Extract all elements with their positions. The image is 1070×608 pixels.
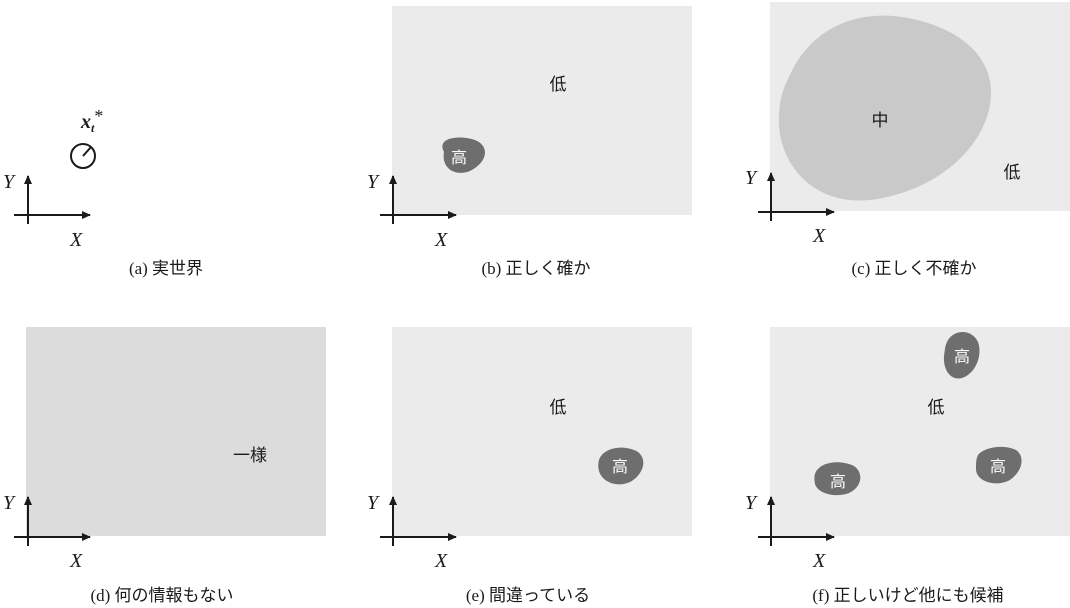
caption-e: (e) 間違っている bbox=[466, 586, 590, 605]
low-belief-region bbox=[770, 327, 1070, 536]
high-belief-blob-1 bbox=[943, 331, 980, 379]
y-axis-label: Y bbox=[367, 171, 380, 193]
low-label: 低 bbox=[1004, 163, 1021, 183]
panel-c: 中 低 Y X (c) 正しく不確か bbox=[745, 2, 1070, 278]
panel-f: 低 高 高 高 Y X (f) 正しいけど他にも候補 bbox=[745, 327, 1070, 605]
uniform-belief-region bbox=[26, 327, 326, 536]
low-belief-region bbox=[392, 327, 692, 536]
true-position-marker bbox=[70, 143, 96, 169]
axes: Y X bbox=[745, 492, 835, 572]
low-label: 低 bbox=[550, 398, 567, 418]
y-axis-label: Y bbox=[745, 167, 758, 189]
panel-a: xt* Y X (a) 実世界 bbox=[3, 106, 203, 278]
low-label: 低 bbox=[928, 398, 945, 418]
y-axis-label: Y bbox=[3, 171, 16, 193]
panel-d: 一様 Y X (d) 何の情報もない bbox=[3, 327, 326, 605]
high-belief-blob bbox=[442, 137, 486, 173]
mid-label: 中 bbox=[872, 111, 889, 131]
caption-a: (a) 実世界 bbox=[129, 259, 203, 278]
low-label: 低 bbox=[550, 75, 567, 95]
high-belief-blob-2 bbox=[976, 446, 1022, 484]
high-label-1: 高 bbox=[954, 347, 970, 366]
low-belief-region bbox=[392, 6, 692, 215]
high-label: 高 bbox=[451, 148, 467, 167]
axes: Y X bbox=[367, 492, 457, 572]
caption-d: (d) 何の情報もない bbox=[90, 586, 233, 605]
high-belief-blob bbox=[598, 447, 644, 485]
x-axis-label: X bbox=[69, 550, 83, 572]
high-label-2: 高 bbox=[990, 457, 1006, 476]
x-axis-label: X bbox=[434, 229, 448, 251]
panel-b: 低 高 Y X (b) 正しく確か bbox=[367, 6, 692, 278]
high-label: 高 bbox=[612, 457, 628, 476]
x-axis-label: X bbox=[812, 550, 826, 572]
mid-belief-blob bbox=[778, 15, 992, 201]
caption-c: (c) 正しく不確か bbox=[851, 259, 976, 278]
caption-f: (f) 正しいけど他にも候補 bbox=[812, 586, 1003, 605]
x-axis-label: X bbox=[812, 225, 826, 247]
x-axis-label: X bbox=[69, 229, 83, 251]
point-label: xt* bbox=[80, 106, 103, 135]
caption-b: (b) 正しく確か bbox=[481, 259, 590, 278]
axes: Y X bbox=[3, 171, 91, 251]
y-axis-label: Y bbox=[3, 492, 16, 514]
axes: Y X bbox=[745, 167, 835, 247]
uniform-label: 一様 bbox=[233, 446, 267, 466]
x-axis-label: X bbox=[434, 550, 448, 572]
high-label-3: 高 bbox=[830, 472, 846, 491]
y-axis-label: Y bbox=[745, 492, 758, 514]
axes: Y X bbox=[3, 492, 91, 572]
high-belief-blob-3 bbox=[814, 462, 861, 496]
y-axis-label: Y bbox=[367, 492, 380, 514]
panel-e: 低 高 Y X (e) 間違っている bbox=[367, 327, 692, 605]
axes: Y X bbox=[367, 171, 457, 251]
